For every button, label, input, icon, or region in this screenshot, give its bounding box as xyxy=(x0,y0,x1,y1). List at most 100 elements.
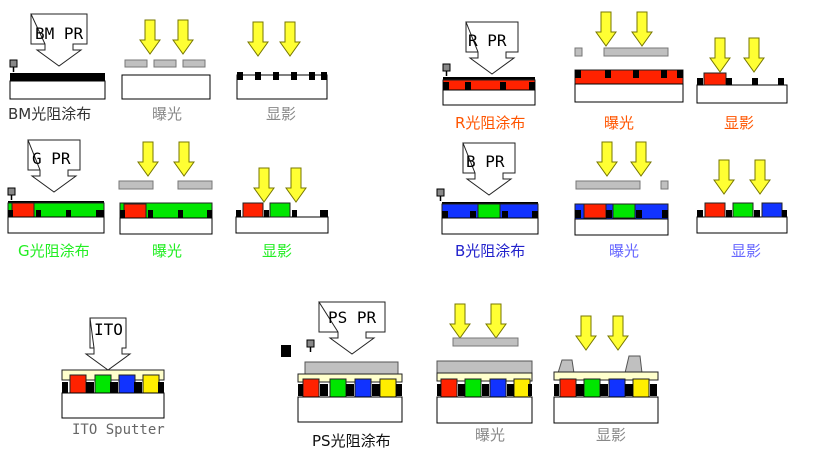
light-arrow-icon xyxy=(595,11,617,47)
bm-post xyxy=(264,210,269,217)
g-coat-label: G光阻涂布 xyxy=(18,242,90,260)
yellow-pixel xyxy=(513,378,531,398)
ps-expose-label: 曝光 xyxy=(475,426,506,444)
bm-post xyxy=(443,82,449,90)
light-arrow-icon xyxy=(631,11,653,47)
bm-post xyxy=(465,82,471,90)
ito-film xyxy=(61,369,165,381)
bm-post xyxy=(236,210,241,217)
bm-post xyxy=(502,211,508,218)
resist-dispenser-icon xyxy=(7,187,16,196)
bm-post xyxy=(778,78,784,85)
glass-substrate xyxy=(235,216,329,234)
green-pixel xyxy=(477,203,501,219)
blue-pixel xyxy=(118,374,136,394)
glass-substrate xyxy=(119,217,213,235)
photomask xyxy=(574,47,583,57)
bm-post xyxy=(86,382,94,393)
bm-post xyxy=(346,384,354,396)
bm-post xyxy=(726,78,732,85)
bm-callout-text: BM PR xyxy=(35,24,84,43)
red-pixel xyxy=(703,72,727,86)
bm-post xyxy=(470,211,476,218)
photomask xyxy=(177,180,213,190)
glass-substrate xyxy=(574,218,669,236)
bm-post xyxy=(575,210,581,218)
yellow-pixel xyxy=(142,374,160,394)
ps-resist-film xyxy=(436,360,533,374)
g-callout-text: G PR xyxy=(32,149,71,168)
r-expose-label: 曝光 xyxy=(604,114,635,132)
resist-dispenser-icon xyxy=(306,339,315,348)
blue-pixel xyxy=(761,202,783,218)
bm-develop-label: 显影 xyxy=(266,105,297,123)
bm-post xyxy=(273,72,279,80)
light-arrow-icon xyxy=(607,315,629,351)
bm-post xyxy=(148,210,153,218)
bm-post xyxy=(134,382,142,393)
red-pixel xyxy=(69,374,87,394)
resist-dispenser-icon xyxy=(9,59,18,68)
bm-post xyxy=(605,70,611,78)
bm-post xyxy=(782,210,787,217)
bm-post xyxy=(442,211,448,218)
green-pixel xyxy=(464,378,482,398)
photomask xyxy=(182,59,206,68)
resist-dispenser-icon xyxy=(442,63,451,72)
blue-pixel xyxy=(608,378,626,398)
ito-sputter-label: ITO Sputter xyxy=(72,422,165,438)
yellow-pixel xyxy=(379,378,397,398)
ps-develop-label: 显影 xyxy=(596,426,627,444)
photomask xyxy=(575,180,641,190)
bm-post xyxy=(320,210,328,217)
b-coat-label: B光阻涂布 xyxy=(455,242,526,260)
glass-substrate xyxy=(553,396,659,424)
red-pixel xyxy=(559,378,577,398)
light-arrow-icon xyxy=(285,167,307,203)
ito-film xyxy=(553,371,659,381)
ps-resist-film xyxy=(304,361,399,375)
b-develop-label: 显影 xyxy=(731,242,762,260)
ito-film xyxy=(436,372,533,382)
bm-post xyxy=(255,72,261,80)
bm-post xyxy=(158,382,164,393)
photomask xyxy=(603,47,669,57)
b-expose-label: 曝光 xyxy=(609,242,640,260)
photomask xyxy=(118,180,154,190)
bm-coat-label: BM光阻涂布 xyxy=(8,105,92,123)
glass-substrate xyxy=(297,396,403,423)
r-callout-text: R PR xyxy=(468,31,507,50)
resist-block xyxy=(281,345,291,357)
bm-post xyxy=(396,384,402,396)
light-arrow-icon xyxy=(743,37,765,73)
bm-post xyxy=(661,70,667,78)
bm-layer xyxy=(10,73,105,81)
glass-substrate xyxy=(696,84,788,104)
bm-post xyxy=(66,210,71,217)
light-arrow-icon xyxy=(279,21,301,57)
bm-post xyxy=(529,82,535,90)
bm-post xyxy=(752,78,758,85)
red-pixel xyxy=(704,202,726,218)
red-pixel xyxy=(11,202,35,218)
ito-film xyxy=(297,373,403,383)
bm-post xyxy=(237,72,243,80)
bm-post xyxy=(372,384,380,396)
ito-callout-text: ITO xyxy=(94,320,123,339)
green-pixel xyxy=(329,378,347,398)
blue-pixel xyxy=(489,378,507,398)
bm-post xyxy=(697,210,703,217)
green-pixel xyxy=(583,378,601,398)
bm-post xyxy=(575,70,581,78)
light-arrow-icon xyxy=(709,37,731,73)
photomask xyxy=(124,59,148,68)
bm-post xyxy=(650,384,657,396)
bm-post xyxy=(207,210,212,218)
bm-post xyxy=(62,382,68,393)
red-pixel xyxy=(242,202,264,218)
light-arrow-icon xyxy=(173,141,195,177)
light-arrow-icon xyxy=(596,141,618,177)
ps-callout-text: PS PR xyxy=(328,308,377,327)
red-resist xyxy=(442,79,536,91)
resist-callout-icon xyxy=(318,301,386,355)
